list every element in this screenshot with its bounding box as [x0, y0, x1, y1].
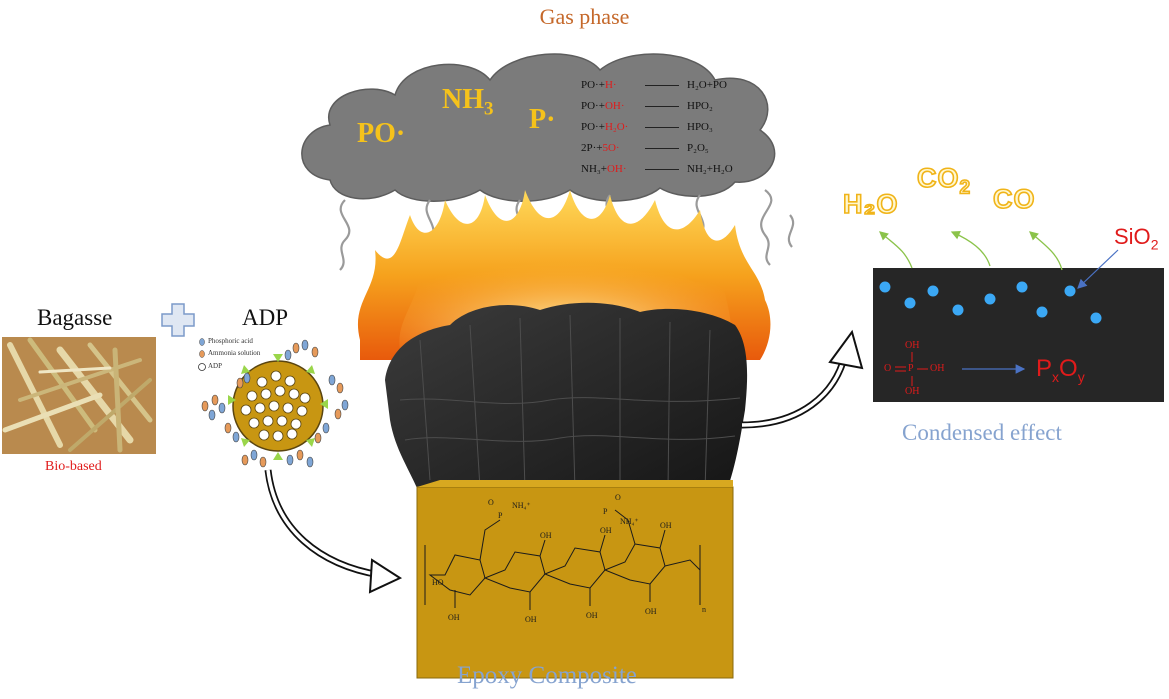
acid-oh-bottom: OH [905, 386, 920, 397]
reaction-product: HPO₂ [687, 100, 713, 112]
bio-based-label: Bio-based [45, 459, 102, 474]
reaction-row: PO·+H₂O· HPO₃ [581, 121, 751, 142]
reaction-product: NH₂+H₂O [687, 163, 733, 175]
oh-label: OH [540, 531, 552, 540]
sio2-sub: 2 [1150, 236, 1159, 253]
gas-release-arrows [879, 231, 1063, 271]
reaction-reactant: NH₃+ [581, 163, 607, 175]
phosphate-o-right: O [615, 493, 621, 502]
reaction-arrow [645, 127, 679, 128]
reaction-row: NH₃+OH· NH₂+H₂O [581, 163, 751, 184]
phosphate-p-left: P [498, 511, 503, 520]
reaction-radical: H₂O· [604, 121, 629, 133]
acid-p: P [908, 363, 914, 374]
epoxy-block [416, 480, 734, 679]
co2-gas-label: CO2 [916, 162, 972, 200]
h2o-gas-label: H₂O [842, 188, 899, 220]
gas-phase-title: Gas phase [539, 4, 630, 29]
sio2-label: SiO2 [1114, 224, 1158, 252]
pxoy-y: y [1077, 368, 1085, 385]
oh-label: OH [448, 613, 460, 622]
radical-nh3: NH3 [442, 84, 494, 121]
ho-label: HO [432, 578, 444, 587]
oh-label: OH [600, 526, 612, 535]
smoke-cloud [301, 53, 776, 202]
adp-to-composite-arrow [264, 469, 403, 594]
char-to-condensed-arrow [741, 329, 864, 429]
reaction-reactant: PO·+ [581, 121, 605, 133]
sio2-pointer-arrow [1077, 249, 1119, 289]
co-gas-label: CO [992, 183, 1036, 215]
reaction-reactant: PO·+ [581, 100, 605, 112]
acid-o: O [884, 363, 892, 374]
reaction-arrow [645, 148, 679, 149]
radical-po: PO· [357, 118, 406, 149]
pxoy-p: P [1036, 355, 1053, 382]
reaction-product: HPO₃ [687, 121, 713, 133]
acid-oh-right: OH [930, 363, 945, 374]
nh4-label-right: NH₄⁺ [620, 517, 639, 526]
oh-label: OH [660, 521, 672, 530]
oh-label: OH [645, 607, 657, 616]
reaction-radical: H· [604, 79, 617, 91]
reaction-radical: OH· [606, 163, 627, 175]
radical-p: P· [529, 104, 556, 135]
pxoy-x: x [1052, 368, 1060, 385]
acid-oh-top: OH [905, 340, 920, 351]
reaction-reactant: 2P·+ [581, 142, 603, 154]
bagasse-image [2, 337, 156, 454]
legend-adp: ADP [208, 362, 223, 370]
reaction-arrow [645, 169, 679, 170]
reaction-radical: 5O· [602, 142, 620, 154]
sio2-main: SiO [1114, 224, 1151, 249]
plus-icon [161, 303, 195, 337]
bagasse-label: Bagasse [37, 305, 113, 330]
adp-label: ADP [242, 305, 289, 330]
condensed-effect-label: Condensed effect [902, 420, 1062, 445]
reaction-row: PO·+OH· HPO₂ [581, 100, 751, 121]
oh-label: OH [525, 615, 537, 624]
oh-label: OH [586, 611, 598, 620]
phosphate-p-right: P [603, 507, 608, 516]
radical-nh3-main: NH [442, 84, 484, 115]
reaction-product: P₂O₅ [687, 142, 709, 154]
chain-n-label: n [702, 605, 706, 614]
legend-phosphoric-acid: Phosphoric acid [208, 337, 253, 345]
reaction-arrow [645, 85, 679, 86]
epoxy-composite-label: Epoxy Composite [457, 662, 637, 689]
reaction-row: 2P·+5O· P₂O₅ [581, 142, 751, 163]
adp-particle [198, 338, 349, 468]
cellulose-structure [424, 509, 701, 610]
reaction-product: H₂O+PO [687, 79, 727, 91]
co2-sub: 2 [959, 177, 972, 200]
pxoy-o: O [1059, 355, 1078, 382]
condensed-panel [873, 268, 1164, 402]
reaction-reactant: PO·+ [581, 79, 605, 91]
reaction-radical: OH· [604, 100, 625, 112]
co2-main: CO [916, 162, 960, 194]
reaction-list: PO·+H· H₂O+PO PO·+OH· HPO₂ PO·+H₂O· HPO₃… [581, 79, 751, 184]
reaction-arrow [645, 106, 679, 107]
radical-nh3-sub: 3 [484, 98, 494, 120]
legend-ammonia-solution: Ammonia solution [208, 349, 261, 357]
nh4-label-left: NH₄⁺ [512, 501, 531, 510]
char-residue [385, 302, 748, 495]
pxoy-label: PxOy [1036, 355, 1085, 385]
phosphate-o-left: O [488, 498, 494, 507]
reaction-row: PO·+H· H₂O+PO [581, 79, 751, 100]
